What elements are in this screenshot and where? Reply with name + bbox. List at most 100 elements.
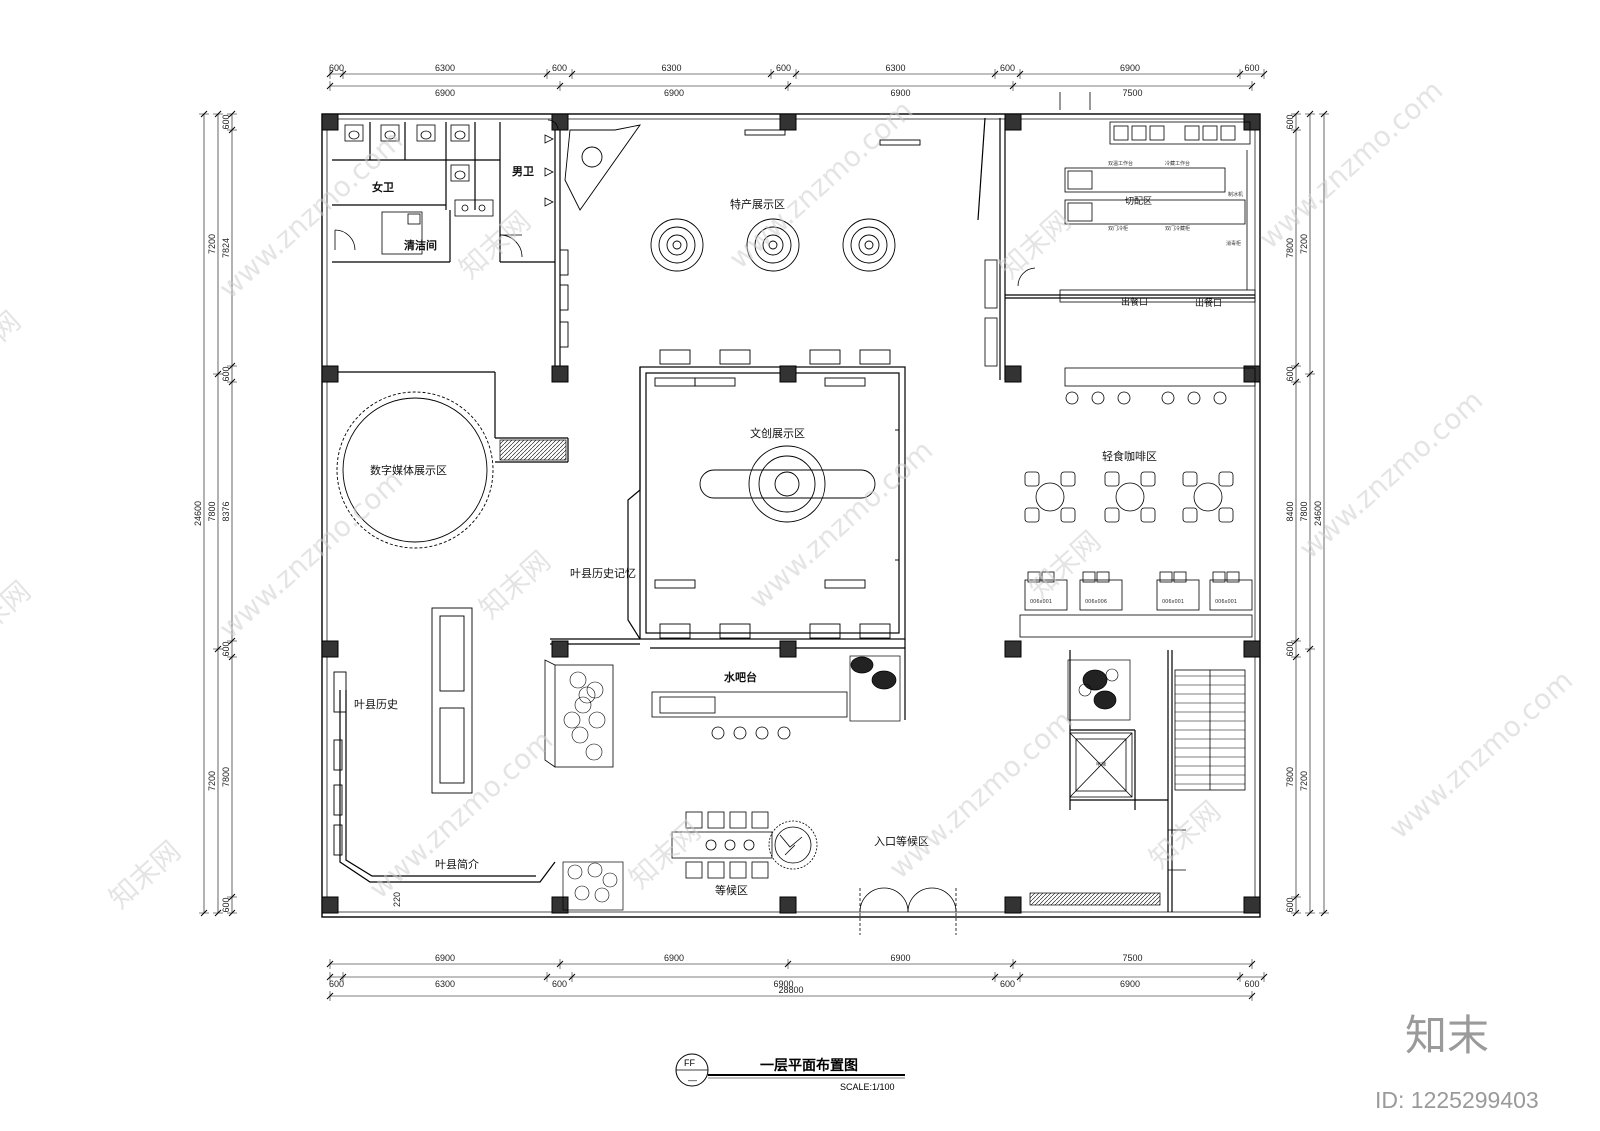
cafe-table [1035,482,1065,512]
shrub [574,885,590,901]
dimension-label: 6900 [435,953,455,963]
cafe-chair [1060,471,1076,487]
equipment-label-k2: 冷藏工作台 [1165,160,1190,167]
watermark-id: ID: 1225299403 [1375,1087,1539,1113]
watermark-text: www.znzmo.com [723,94,920,276]
specialty-display-fixtures [559,124,921,348]
title-block: FF — 一层平面布置图 SCALE:1/100 [675,1053,905,1092]
room-labels: 女卫 男卫 清洁间 特产展示区 切配区 出餐口 出餐口 数字媒体展示区 文创展示… [354,160,1243,907]
watermark-text: 知末网 [0,304,27,385]
room-label-digital-media: 数字媒体展示区 [370,463,447,477]
equipment-label-k5: 制冰机 [1228,191,1243,198]
dimension-label: 7800 [207,501,217,521]
room-label-prep-area: 切配区 [1125,196,1152,207]
room-label-waiting: 等候区 [715,883,748,897]
dimension-label: 600 [1285,366,1295,381]
dimension-label: 7800 [1285,238,1295,258]
watermark-text: www.znzmo.com [883,704,1080,886]
dimension-label: 6300 [661,63,681,73]
dimension-label: 7800 [221,767,231,787]
dimension-label: 600 [1000,979,1015,989]
dimension-label: 6300 [435,63,455,73]
dimension-label: 8400 [1285,501,1295,521]
dimension-label: 7824 [221,238,231,258]
dimension-label: 600 [776,63,791,73]
shrub [567,864,583,880]
dimension-label: 600 [1244,63,1259,73]
kitchen-fixtures [984,121,1256,387]
cafe-chair [1182,507,1198,523]
shrub [571,726,589,744]
watermarks: 知末网 www.znzmo.com 知末网 www.znzmo.com 知末网 www.z… [0,74,1579,916]
dimension-label: 6900 [773,979,793,989]
room-label-womens-wc: 女卫 [372,180,394,194]
dimension-lines: 600 6300 600 6300 600 6300 600 6900 600 6900 6900 6… [193,63,1329,1001]
room-label-specialty-display: 特产展示区 [730,197,785,211]
watermark-text: www.znzmo.com [363,724,560,906]
room-label-serving-window-1: 出餐口 [1121,296,1148,308]
room-label-elevator: 电梯 [1096,761,1106,768]
entrance-doors [859,92,1186,935]
cafe-chair [1140,471,1156,487]
equipment-label-k6: 消毒柜 [1226,240,1241,247]
toilet-fixtures [334,119,559,258]
shrub [588,711,606,729]
dimension-label: 7800 [1299,501,1309,521]
shrub [569,671,587,689]
watermark-text: 知末网 [473,544,558,625]
dimension-label: 7200 [1299,234,1309,254]
watermark-text: www.znzmo.com [213,124,410,306]
room-label-water-bar: 水吧台 [724,670,757,684]
room-label-creative-display: 文创展示区 [750,426,805,440]
shrubs [563,668,1119,903]
counter-label-c2: 006x006 [1085,599,1107,605]
watermark-text: www.znzmo.com [1383,664,1580,846]
dimension-label: 600 [221,366,231,381]
watermark-text: www.znzmo.com [1253,74,1450,256]
dimension-label: 6900 [435,88,455,98]
dimension-label: 600 [329,63,344,73]
watermark-text: www.znzmo.com [1293,384,1490,566]
planters [499,439,1161,911]
structural-columns [321,113,1261,914]
shrub [578,686,596,704]
watermark-text: 知末网 [103,834,188,915]
dimension-label: 600 [1244,979,1259,989]
dimension-label: 6900 [664,88,684,98]
watermark-text: 知末网 [0,574,37,655]
counter-label-c1: 006x001 [1030,599,1052,605]
watermark-text: www.znzmo.com [213,464,410,646]
equipment-label-k3: 双门冷柜 [1108,225,1128,232]
equipment-label-k1: 双温工作台 [1108,160,1133,167]
dimension-label: 600 [1285,114,1295,129]
cafe-table [1193,482,1223,512]
title-tag-sub: — [688,1075,697,1085]
room-label-entrance-waiting: 入口等候区 [874,834,929,848]
dimension-label: 6300 [885,63,905,73]
dimension-label: 24600 [1313,501,1323,526]
dimension-label: 600 [221,897,231,912]
shrub [594,887,610,903]
room-label-serving-window-2: 出餐口 [1195,297,1222,309]
dimension-label: 7500 [1122,88,1142,98]
cafe-table [1115,482,1145,512]
cafe-chair [1218,507,1234,523]
creative-display-fixtures [654,349,899,639]
shrub [1105,668,1119,682]
cafe-chair [1104,507,1120,523]
watermark-logo: 知末 [1405,1011,1489,1060]
dimension-label: 600 [221,114,231,129]
dimension-label: 600 [221,641,231,656]
interior-walls [322,117,1255,912]
dimension-label: 6900 [890,88,910,98]
room-label-history-memory: 叶县历史记忆 [570,567,636,580]
counter-label-c3: 006x001 [1162,599,1184,605]
cafe-counter [1019,391,1253,638]
watermark-text: 知末网 [623,814,708,895]
dimension-label: 600 [1285,641,1295,656]
dimension-label: 600 [552,63,567,73]
room-label-history: 叶县历史 [354,698,398,711]
watermark-text: 知末网 [1143,794,1228,875]
dimension-label: 7800 [1285,767,1295,787]
shrub [563,711,581,729]
